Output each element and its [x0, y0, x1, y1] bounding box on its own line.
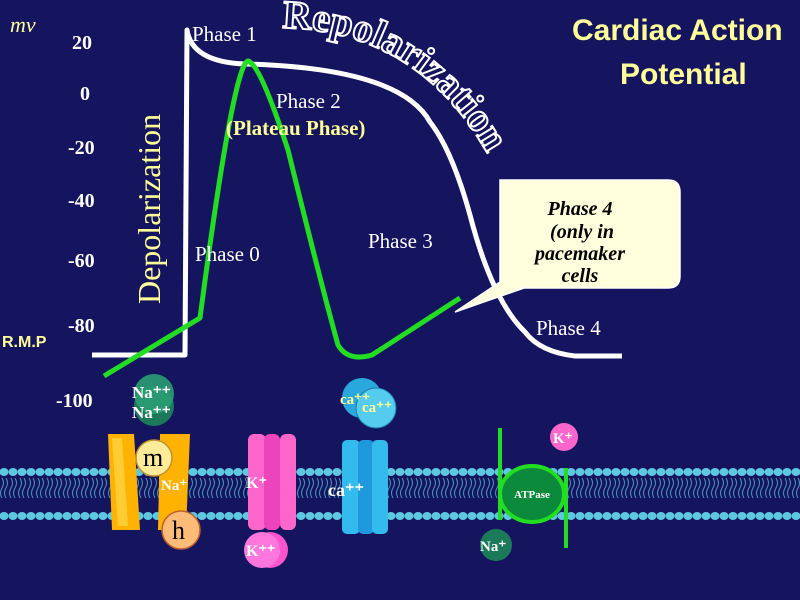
phase-1-label: Phase 1	[192, 22, 257, 46]
title-line-2: Potential	[620, 58, 747, 91]
y-tick-minus20: -20	[68, 137, 95, 159]
callout-line-1: Phase 4	[547, 198, 613, 220]
m-gate-label: m	[143, 443, 163, 472]
pump-k-ion-label: K⁺	[553, 431, 573, 447]
atpase-label: ATPase	[514, 489, 550, 501]
na-ion-label-2: Na⁺⁺	[132, 403, 171, 422]
y-tick-minus80: -80	[68, 315, 95, 337]
pacemaker-curve	[102, 58, 462, 379]
title-line-1: Cardiac Action	[572, 14, 783, 47]
y-tick-0: 0	[80, 83, 90, 105]
k-ion-label: K⁺⁺	[246, 543, 275, 560]
ca-ion-label-1: ca⁺⁺	[340, 392, 370, 408]
h-gate-label: h	[172, 516, 185, 545]
action-potential-curve	[92, 27, 622, 359]
phase-0-label: Phase 0	[195, 242, 260, 266]
depolarization-label: Depolarization	[131, 114, 167, 304]
na-k-atpase-pump	[480, 423, 578, 561]
potassium-channel	[244, 434, 296, 568]
y-tick-minus100: -100	[56, 390, 93, 412]
y-unit-label: mv	[10, 12, 36, 37]
ca-channel-label: ca⁺⁺	[328, 480, 364, 500]
y-tick-minus40: -40	[68, 190, 95, 212]
calcium-channel	[342, 378, 397, 534]
callout-line-4: cells	[562, 265, 599, 287]
k-channel-label: K⁺	[246, 475, 267, 492]
na-ion-label-1: Na⁺⁺	[132, 383, 171, 402]
sodium-channel	[108, 374, 201, 550]
y-tick-20: 20	[72, 32, 92, 54]
plateau-phase-label: (Plateau Phase)	[226, 116, 366, 140]
rmp-label: R.M.P	[2, 334, 47, 351]
phase-3-label: Phase 3	[368, 229, 433, 253]
phase-4-label: Phase 4	[536, 316, 601, 340]
ca-ion-label-2: ca⁺⁺	[362, 400, 392, 416]
pump-na-ion-label: Na⁺	[480, 539, 506, 555]
y-tick-minus60: -60	[68, 250, 95, 272]
callout-line-3: pacemaker	[533, 243, 625, 265]
callout-bubble	[454, 179, 681, 313]
callout-line-2: (only in	[550, 221, 614, 243]
phase-2-label: Phase 2	[276, 89, 341, 113]
na-inside-label: Na⁺	[161, 478, 187, 494]
